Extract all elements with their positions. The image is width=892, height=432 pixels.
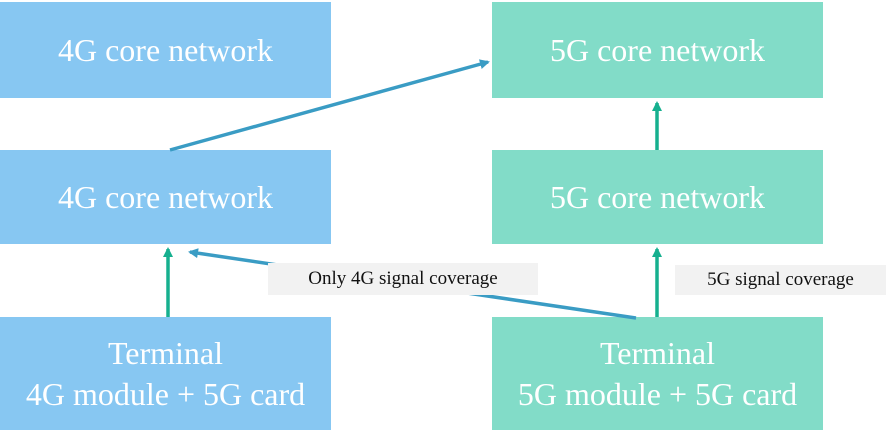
box-terminal-5g: Terminal 5G module + 5G card xyxy=(492,317,823,430)
terminal-modules: 5G module + 5G card xyxy=(517,375,798,412)
box-5g-core-network-middle: 5G core network xyxy=(492,150,823,244)
terminal-title: Terminal xyxy=(107,334,224,371)
label-only-4g-signal-coverage: Only 4G signal coverage xyxy=(268,263,538,295)
box-label: 5G core network xyxy=(549,31,766,68)
box-terminal-4g: Terminal 4G module + 5G card xyxy=(0,317,331,430)
box-5g-core-network-top: 5G core network xyxy=(492,2,823,98)
label-5g-signal-coverage: 5G signal coverage xyxy=(675,265,886,295)
box-4g-core-network-top: 4G core network xyxy=(0,2,331,98)
box-label: 4G core network xyxy=(57,178,274,215)
terminal-title: Terminal xyxy=(599,334,716,371)
box-4g-core-network-middle: 4G core network xyxy=(0,150,331,244)
box-label: 4G core network xyxy=(57,31,274,68)
box-label: 5G core network xyxy=(549,178,766,215)
terminal-modules: 4G module + 5G card xyxy=(25,375,306,412)
